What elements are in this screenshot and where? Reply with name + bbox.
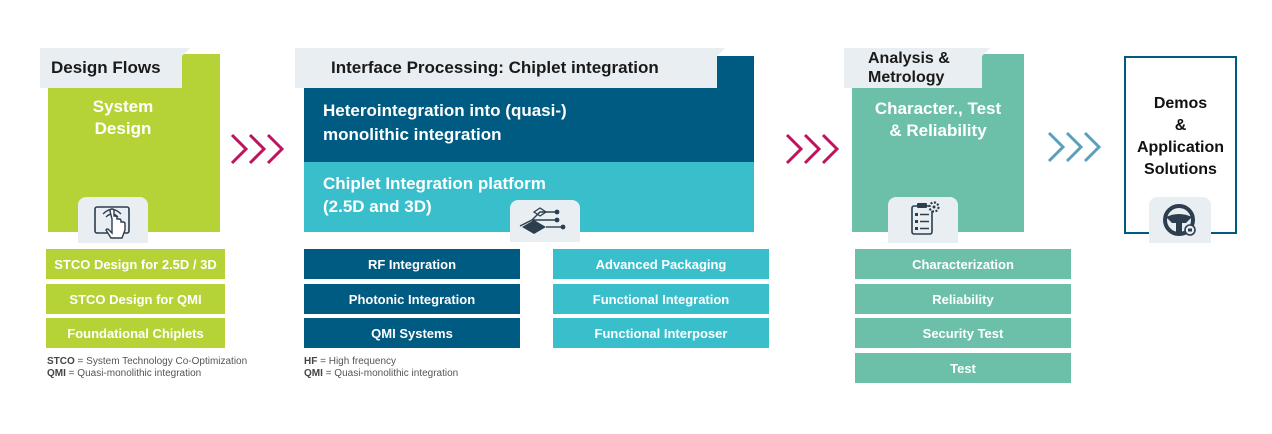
interface-left-item-1: RF Integration	[304, 249, 520, 279]
interface-right-item-3: Functional Interposer	[553, 318, 769, 348]
design-flows-tab: Design Flows	[40, 48, 182, 88]
design-note-1: STCO = System Technology Co-Optimization	[47, 356, 248, 367]
demos-title: Demos & Application Solutions	[1124, 93, 1237, 181]
interface-left-item-2-label: Photonic Integration	[348, 291, 476, 307]
chiplet-flow-icon	[519, 207, 566, 234]
steering-wheel-icon	[1163, 204, 1196, 236]
heterointegration-text: Heterointegration into (quasi-) monolith…	[323, 99, 567, 147]
analysis-item-3-label: Security Test	[922, 325, 1004, 341]
chiplet-platform-line1: Chiplet Integration platform	[323, 174, 546, 193]
steering-wheel-icon-box	[1149, 197, 1211, 243]
analysis-item-3: Security Test	[855, 318, 1071, 348]
chevron-arrow-1-icon	[230, 133, 285, 165]
demos-title-line2: &	[1174, 117, 1187, 134]
design-item-1: STCO Design for 2.5D / 3D	[46, 249, 225, 279]
design-notes: STCO = System Technology Co-Optimization…	[47, 356, 247, 380]
interface-left-item-2: Photonic Integration	[304, 284, 520, 314]
checklist-gear-icon	[911, 201, 940, 235]
analysis-item-4: Test	[855, 353, 1071, 383]
system-design-title: System Design	[48, 96, 198, 140]
interface-right-item-2-label: Functional Integration	[592, 291, 730, 307]
chiplet-platform-text: Chiplet Integration platform (2.5D and 3…	[323, 172, 546, 218]
analysis-tab-line1: Analysis &	[868, 50, 950, 67]
chevron-arrow-3-icon	[1047, 131, 1102, 163]
analysis-tab-line2: Metrology	[868, 69, 945, 86]
interface-left-item-3-label: QMI Systems	[371, 325, 453, 341]
system-design-title-line1: System	[92, 97, 154, 116]
touch-screen-icon	[94, 206, 130, 239]
interface-left-item-3: QMI Systems	[304, 318, 520, 348]
touch-screen-icon-box	[78, 197, 148, 243]
system-design-title-line2: Design	[94, 119, 152, 138]
design-item-3-label: Foundational Chiplets	[67, 325, 204, 341]
heterointegration-line1: Heterointegration into (quasi-)	[323, 101, 567, 120]
interface-notes: HF = High frequency QMI = Quasi-monolith…	[304, 356, 458, 380]
design-note-2: QMI = Quasi-monolithic integration	[47, 368, 202, 379]
checklist-gear-icon-box	[888, 197, 958, 243]
chiplet-flow-icon-box	[510, 200, 580, 242]
interface-note-1: HF = High frequency	[304, 356, 397, 367]
analysis-item-4-label: Test	[950, 360, 976, 376]
character-test-title-line2: & Reliability	[889, 121, 987, 140]
interface-left-item-1-label: RF Integration	[367, 256, 457, 272]
design-item-1-label: STCO Design for 2.5D / 3D	[54, 256, 217, 272]
analysis-item-1: Characterization	[855, 249, 1071, 279]
heterointegration-line2: monolithic integration	[323, 125, 502, 144]
analysis-item-2-label: Reliability	[932, 291, 994, 307]
interface-right-item-2: Functional Integration	[553, 284, 769, 314]
design-item-2-label: STCO Design for QMI	[69, 291, 202, 307]
design-flows-tab-label: Design Flows	[51, 58, 161, 77]
interface-tab: Interface Processing: Chiplet integratio…	[295, 48, 717, 88]
character-test-title: Character., Test & Reliability	[852, 98, 1024, 142]
interface-right-item-3-label: Functional Interposer	[594, 325, 728, 341]
analysis-item-1-label: Characterization	[912, 256, 1014, 272]
analysis-tab: Analysis & Metrology	[844, 48, 982, 88]
interface-tab-label: Interface Processing: Chiplet integratio…	[331, 58, 659, 77]
interface-right-item-1: Advanced Packaging	[553, 249, 769, 279]
character-test-title-line1: Character., Test	[874, 99, 1002, 118]
interface-note-2: QMI = Quasi-monolithic integration	[304, 368, 459, 379]
demos-title-line4: Solutions	[1144, 161, 1217, 178]
analysis-item-2: Reliability	[855, 284, 1071, 314]
chevron-arrow-2-icon	[785, 133, 840, 165]
design-item-3: Foundational Chiplets	[46, 318, 225, 348]
demos-title-line3: Application	[1136, 139, 1225, 156]
demos-title-line1: Demos	[1153, 95, 1208, 112]
design-item-2: STCO Design for QMI	[46, 284, 225, 314]
interface-right-item-1-label: Advanced Packaging	[595, 256, 727, 272]
chiplet-platform-line2: (2.5D and 3D)	[323, 197, 432, 216]
